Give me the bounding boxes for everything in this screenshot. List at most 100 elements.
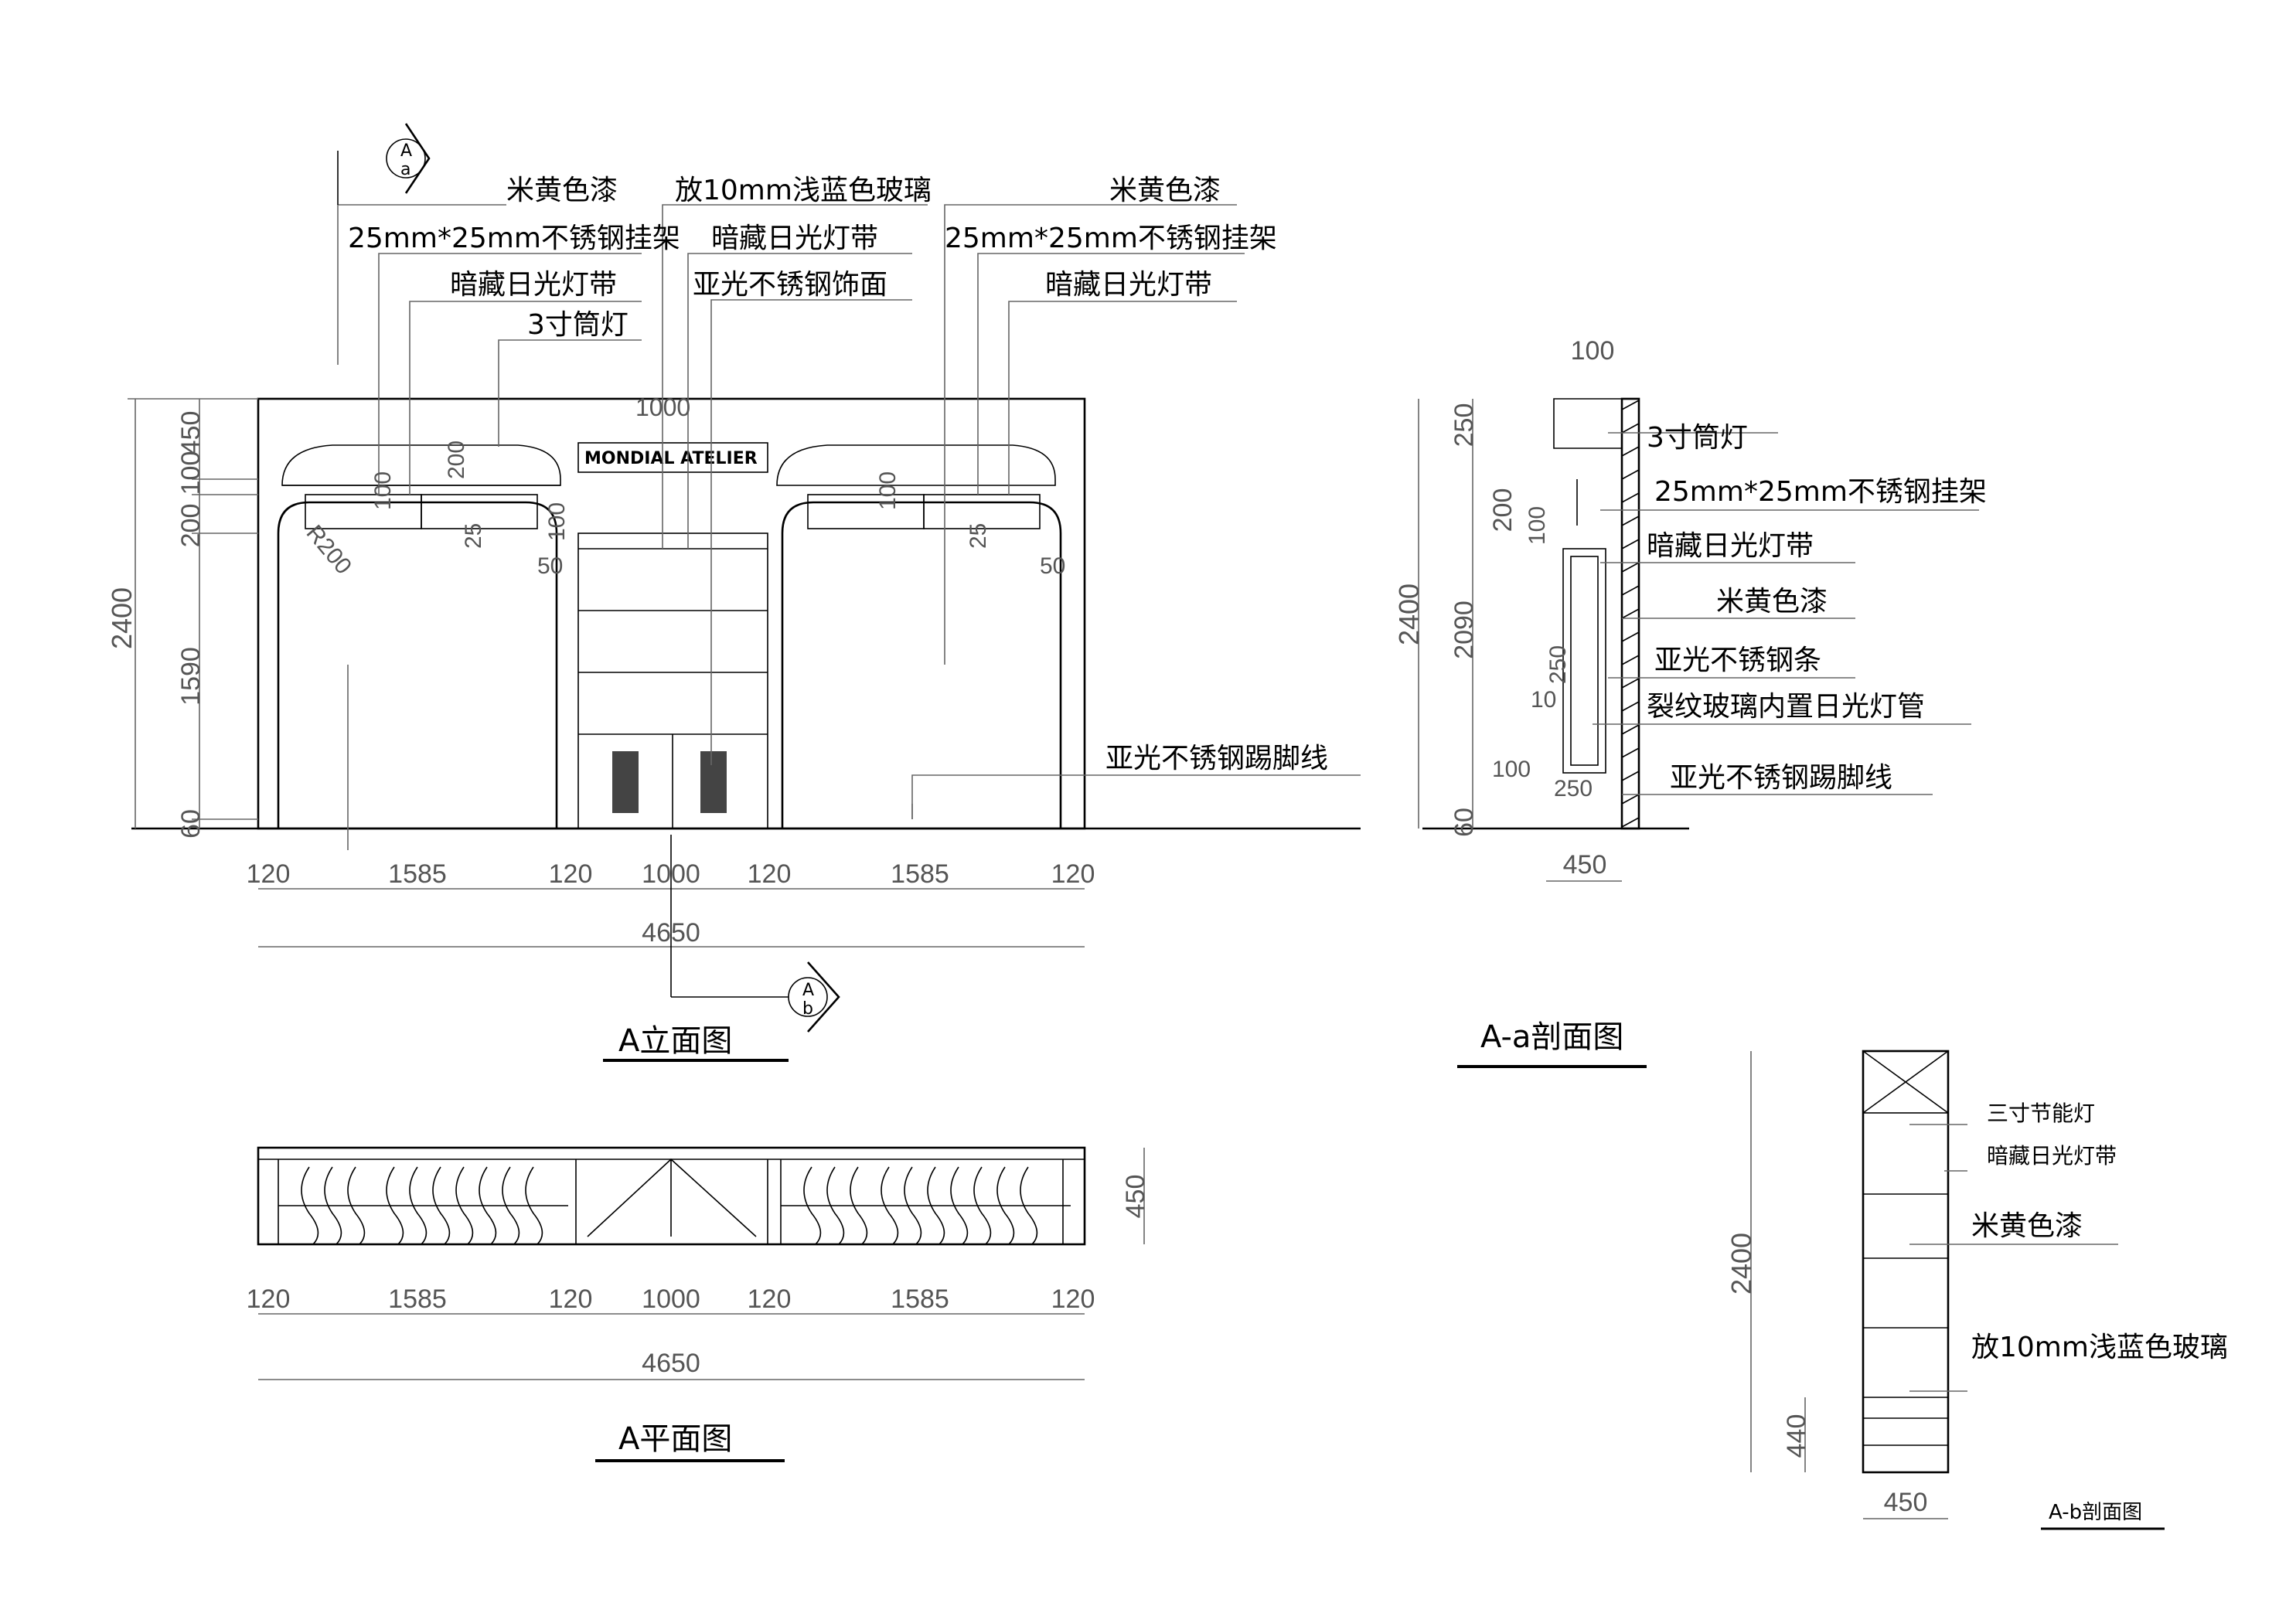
left-light-box-2 — [421, 494, 538, 529]
dim-left-450: 450 — [176, 411, 206, 455]
plan-outline — [257, 1146, 1086, 1246]
dim-left-1590: 1590 — [176, 647, 206, 706]
plan-dim-3: 1000 — [642, 1284, 700, 1314]
marker-top-lower: a — [400, 160, 410, 179]
section-b-outline — [1862, 1050, 1950, 1474]
label-hidden-light-right: 暗藏日光灯带 — [1045, 269, 1212, 301]
dim-bottom-4: 120 — [748, 859, 792, 889]
dim-inner-25b: 25 — [966, 523, 991, 549]
plan-dim-1: 1585 — [388, 1284, 447, 1314]
section-a-glass-panel — [1562, 548, 1606, 774]
left-canopy — [281, 444, 561, 486]
hanger-row-left — [301, 1166, 543, 1245]
marker-bottom-lower: b — [802, 999, 813, 1019]
section-b-top-cross — [1862, 1050, 1949, 1114]
sa-dim-height: 2400 — [1393, 584, 1425, 645]
plan-dim-total: 4650 — [642, 1349, 700, 1378]
sa-dim-inner-250a: 250 — [1545, 645, 1571, 684]
section-b-title: A-b剖面图 — [2049, 1501, 2142, 1524]
dim-inner-100c: 100 — [875, 471, 901, 510]
elevation-view: MONDIAL ATELIER 米黄色漆 25mm*25mm不锈钢挂架 暗藏日光… — [106, 123, 1361, 1062]
label-beige-paint-left: 米黄色漆 — [506, 175, 618, 206]
section-a-ceiling — [1553, 398, 1622, 449]
sa-dim-inner-250b: 250 — [1554, 776, 1593, 801]
sa-dim-100-left: 100 — [1524, 506, 1550, 545]
plan-dim-4: 120 — [748, 1284, 792, 1314]
plan-dim-5: 1585 — [891, 1284, 949, 1314]
leader-9 — [977, 253, 1245, 495]
leader-10 — [1008, 301, 1237, 495]
plan-dim-depth: 450 — [1121, 1175, 1150, 1219]
sa-dim-200: 200 — [1488, 488, 1518, 532]
leader-6 — [687, 253, 912, 549]
sa-dim-250: 250 — [1449, 403, 1479, 447]
dim-inner-50b: 50 — [1040, 553, 1065, 579]
plan-center-cabinet — [587, 1158, 757, 1237]
sb-dim-bottom: 450 — [1884, 1488, 1928, 1517]
marker-bottom-upper: A — [802, 981, 814, 1000]
leader-5 — [662, 204, 928, 549]
dim-inner-100a: 100 — [370, 471, 396, 510]
label-glass-center: 放10mm浅蓝色玻璃 — [675, 175, 932, 206]
plan-dim-2: 120 — [549, 1284, 593, 1314]
dim-bottom-0: 120 — [247, 859, 291, 889]
brand-text: MONDIAL ATELIER — [584, 449, 758, 468]
sa-dim-bottom: 450 — [1563, 850, 1607, 880]
dim-inner-25a: 25 — [461, 523, 486, 549]
sa-dim-60: 60 — [1449, 808, 1479, 837]
leader-4 — [498, 339, 642, 447]
elevation-title: A立面图 — [618, 1023, 732, 1059]
label-steel-facing: 亚光不锈钢饰面 — [693, 269, 887, 301]
plan-dim-0: 120 — [247, 1284, 291, 1314]
leader-7 — [710, 299, 912, 765]
hanger-row-right — [803, 1166, 1038, 1245]
sa-dim-inner-10: 10 — [1531, 687, 1556, 713]
dim-bottom-6: 120 — [1051, 859, 1095, 889]
dim-bottom-2: 120 — [549, 859, 593, 889]
sa-label-crackle-glass: 裂纹玻璃内置日光灯管 — [1647, 691, 1925, 723]
sa-label-rack: 25mm*25mm不锈钢挂架 — [1654, 476, 1987, 508]
marker-bottom-arrow — [807, 961, 840, 1033]
label-downlight-left: 3寸筒灯 — [527, 309, 629, 341]
dim-inner-100b: 100 — [544, 502, 570, 541]
section-a-light-tube — [1570, 556, 1599, 766]
dim-bottom-1: 1585 — [388, 859, 447, 889]
section-marker-bottom — [788, 977, 828, 1017]
dim-height: 2400 — [106, 587, 138, 649]
leader-3 — [409, 301, 642, 495]
plan-title: A平面图 — [618, 1421, 732, 1457]
sb-dim-height: 2400 — [1725, 1233, 1757, 1295]
leader-8 — [944, 204, 1237, 665]
dim-left-100: 100 — [176, 451, 206, 495]
sa-label-steel-strip: 亚光不锈钢条 — [1654, 645, 1821, 676]
right-canopy — [776, 444, 1056, 486]
sb-dim-base: 440 — [1782, 1414, 1811, 1458]
section-a-view: 3寸筒灯 25mm*25mm不锈钢挂架 暗藏日光灯带 米黄色漆 亚光不锈钢条 裂… — [1393, 336, 1987, 1068]
marker-top-arrow — [404, 123, 431, 194]
right-light-box-2 — [923, 494, 1041, 529]
brand-plate — [577, 442, 768, 473]
plan-view: 450 120 1585 120 1000 120 1585 120 4650 … — [247, 1146, 1150, 1462]
label-hidden-light-left: 暗藏日光灯带 — [450, 269, 617, 301]
wall-hatch — [1621, 400, 1640, 828]
dim-inner-50a: 50 — [537, 553, 563, 579]
sa-dim-top: 100 — [1571, 336, 1615, 366]
sb-label-hidden-light: 暗藏日光灯带 — [1987, 1143, 2117, 1169]
label-beige-paint-right: 米黄色漆 — [1109, 175, 1221, 206]
sa-label-hidden-light: 暗藏日光灯带 — [1647, 530, 1814, 562]
section-b-top-box — [1862, 1050, 1949, 1114]
drawer-handle-right — [700, 751, 727, 813]
section-b-view: 三寸节能灯 暗藏日光灯带 米黄色漆 放10mm浅蓝色玻璃 2400 440 45… — [1725, 1050, 2228, 1530]
label-rack-right: 25mm*25mm不锈钢挂架 — [945, 223, 1277, 254]
label-skirting: 亚光不锈钢踢脚线 — [1105, 743, 1328, 774]
right-arch-opening — [781, 501, 1062, 829]
section-a-title: A-a剖面图 — [1480, 1019, 1623, 1055]
leader-2 — [378, 253, 642, 495]
marker-top-upper: A — [400, 141, 412, 161]
section-marker-top — [386, 138, 426, 179]
dim-left-200: 200 — [176, 504, 206, 548]
dim-inner-1000: 1000 — [635, 393, 690, 421]
sb-label-glass: 放10mm浅蓝色玻璃 — [1971, 1332, 2228, 1363]
drawer-handle-left — [612, 751, 639, 813]
